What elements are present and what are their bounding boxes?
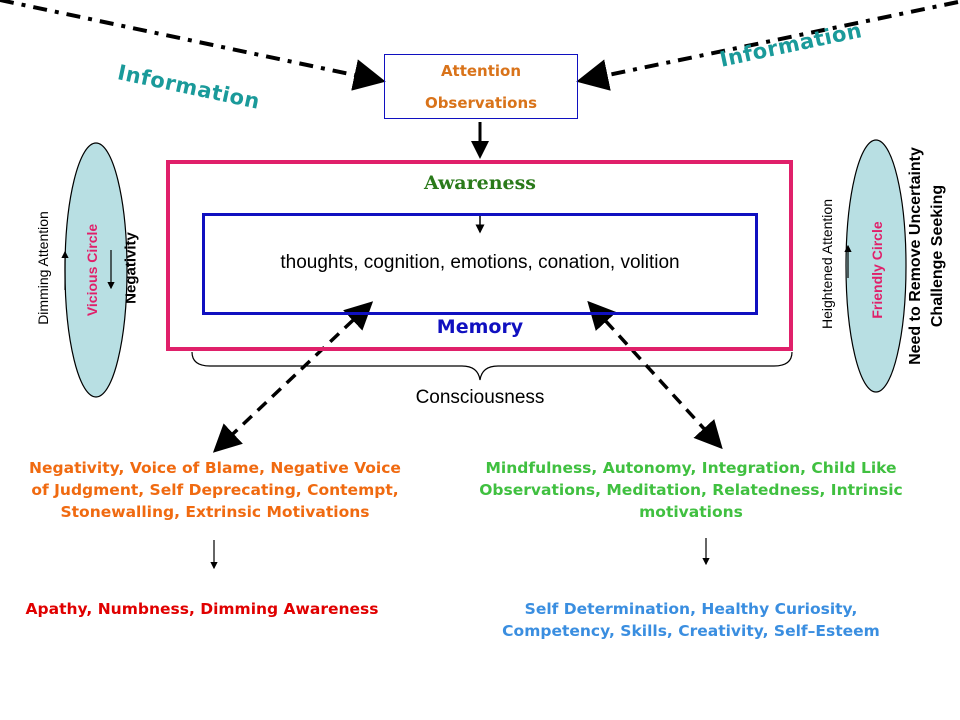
awareness-box	[166, 160, 793, 351]
friendly-circle-shape	[845, 139, 907, 393]
info-arrow-left	[0, 0, 386, 91]
negative-traits-line-2: of Judgment, Self Deprecating, Contempt,	[31, 481, 399, 499]
positive-outcome-line-2: Competency, Skills, Creativity, Self–Est…	[502, 622, 880, 640]
consciousness-brace	[191, 351, 793, 381]
heightened-attention-label: Heightened Attention	[819, 199, 835, 329]
attention-label: Attention	[440, 62, 522, 80]
need-uncertainty-label: Need to Remove Uncertainty	[907, 147, 924, 365]
positive-traits-line-2: Observations, Meditation, Relatedness, I…	[479, 481, 903, 499]
awareness-label: Awareness	[423, 172, 537, 194]
dimming-attention-label: Dimming Attention	[35, 211, 51, 325]
cognition-text: thoughts, cognition, emotions, conation,…	[280, 252, 680, 273]
negative-traits-line-3: Stonewalling, Extrinsic Motivations	[60, 503, 370, 521]
double-arrow-left	[212, 301, 374, 453]
memory-label: Memory	[436, 316, 524, 338]
friendly-circle-label: Friendly Circle	[869, 221, 885, 319]
cognition-box	[202, 213, 758, 315]
positive-traits-line-1: Mindfulness, Autonomy, Integration, Chil…	[485, 459, 897, 477]
attention-box	[384, 54, 578, 119]
positive-traits-line-3: motivations	[639, 503, 743, 521]
observations-label: Observations	[424, 94, 538, 112]
challenge-seeking-label: Challenge Seeking	[929, 184, 946, 328]
double-arrow-right	[587, 300, 723, 450]
negative-traits-line-1: Negativity, Voice of Blame, Negative Voi…	[29, 459, 401, 477]
positive-outcome-line-1: Self Determination, Healthy Curiosity,	[524, 600, 858, 618]
negative-outcome: Apathy, Numbness, Dimming Awareness	[25, 600, 379, 618]
negativity-label: Negativity	[122, 232, 140, 304]
info-arrow-right	[576, 0, 959, 91]
vicious-circle-label: Vicious Circle	[84, 223, 100, 317]
consciousness-label: Consciousness	[415, 387, 545, 408]
